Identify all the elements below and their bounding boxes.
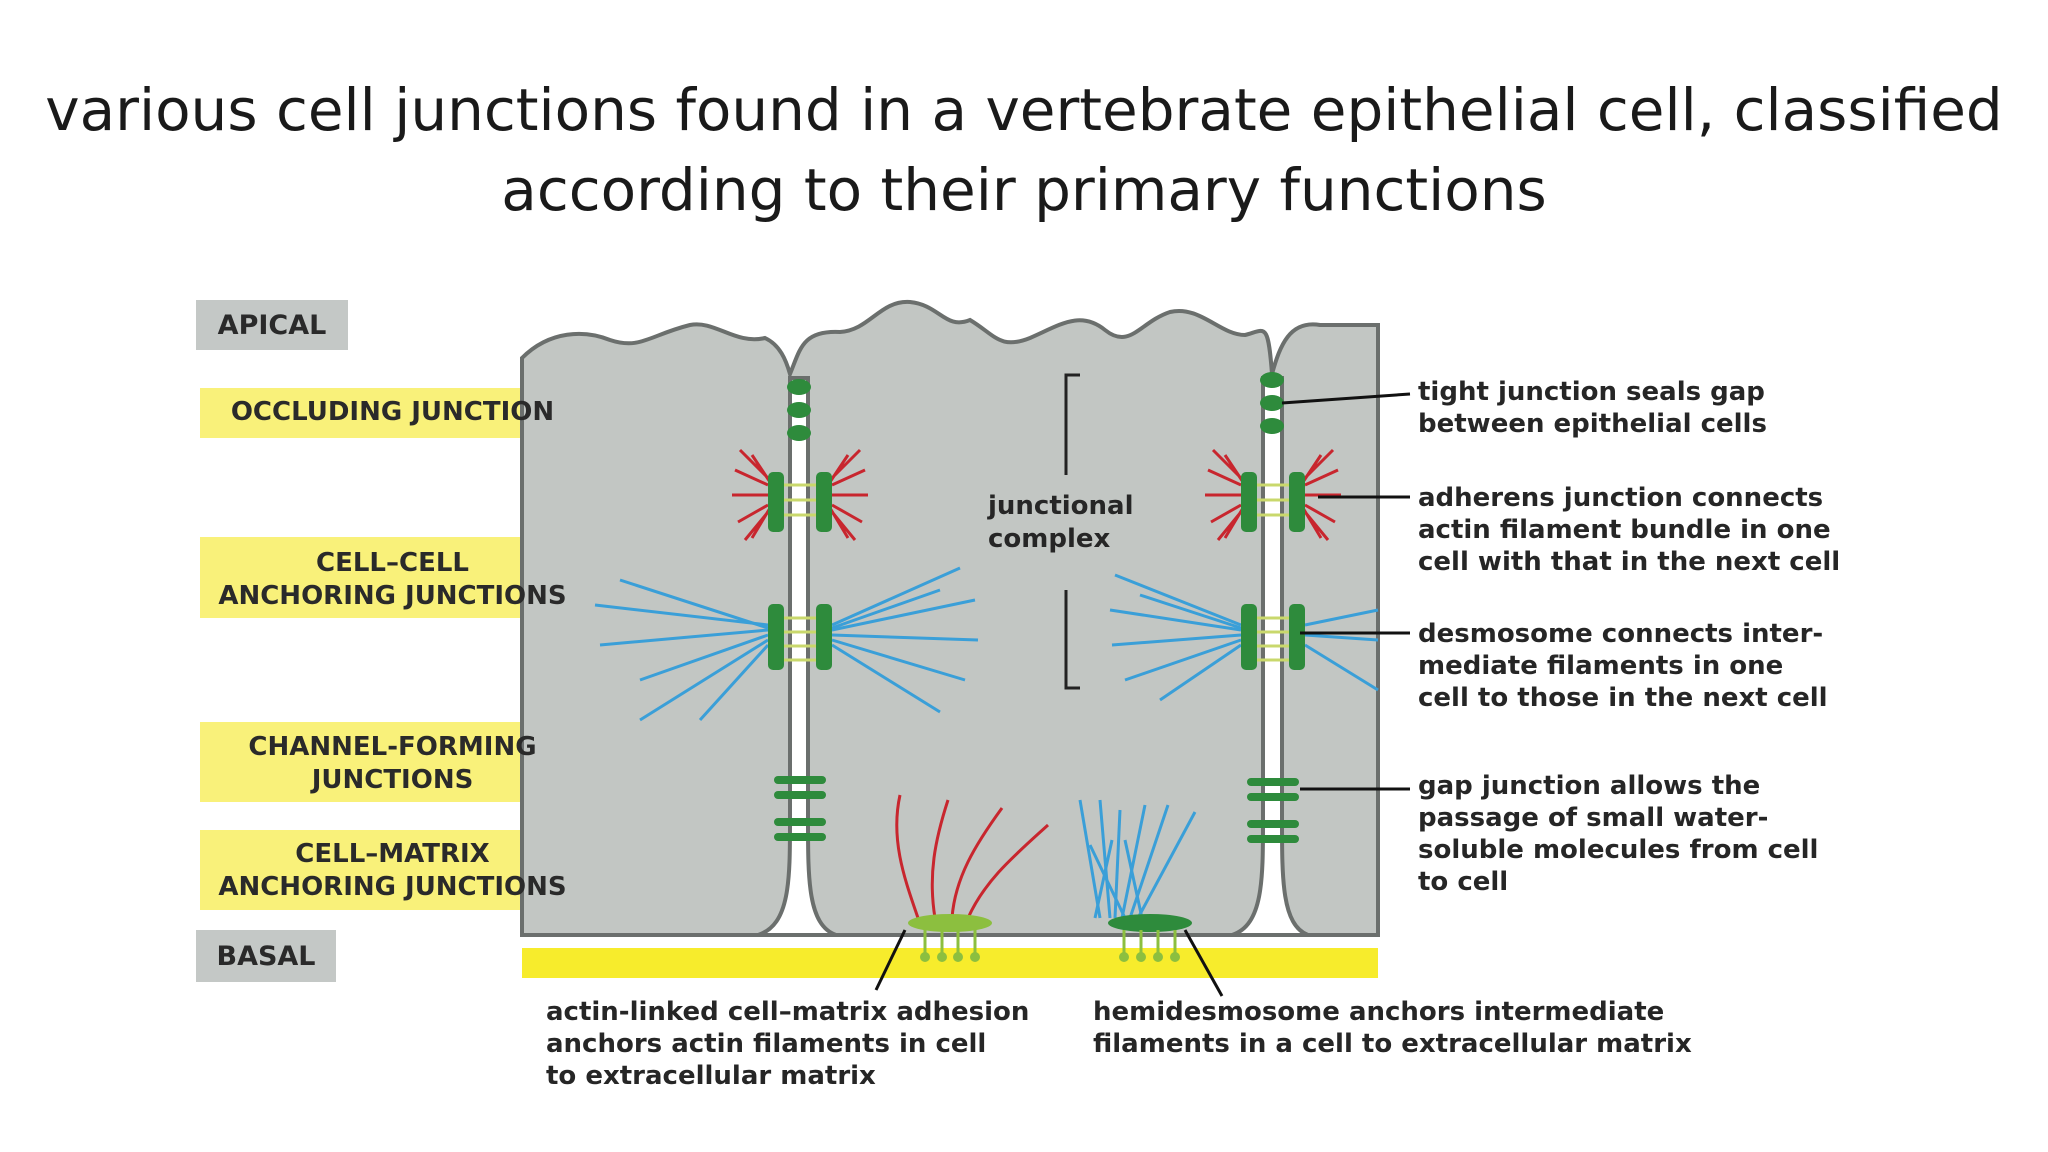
page-title: various cell junctions found in a verteb… [0,70,2048,230]
apical-label: APICAL [196,300,348,350]
hemidesmosome-filaments [1078,799,1197,919]
adherens-actin-left [732,448,868,541]
intercellular-space-left [757,376,837,937]
adherens-junction-annotation: adherens junction connects actin filamen… [1418,483,1841,577]
hemidesmosome [1108,914,1192,962]
adherens-actin-right [1205,448,1341,541]
actin-matrix-filaments [895,794,1050,919]
desmosome-filaments-right [1109,573,1379,702]
title-line-2: according to their primary functions [501,156,1547,224]
actin-matrix-annotation: actin-linked cell–matrix adhesion anchor… [546,997,1030,1091]
hemidesmosome-annotation: hemidesmosome anchors intermediate filam… [1093,997,1692,1059]
epithelium-cells [520,299,1380,937]
desmosome-annotation: desmosome connects inter- mediate filame… [1418,619,1828,713]
cell-matrix-anchoring-label: CELL–MATRIX ANCHORING JUNCTIONS [218,839,567,902]
title-line-1: various cell junctions found in a verteb… [45,76,2003,144]
basal-lamina [522,948,1378,978]
gap-junction-right [1247,778,1299,843]
tight-junction-right [1260,372,1284,434]
gap-junction-left [774,776,826,841]
basal-label: BASAL [196,930,336,982]
desmosome-filaments-left [594,566,979,722]
desmosome-right [1241,604,1305,670]
intercellular-space-right [1231,376,1309,937]
adherens-junction-right [1241,472,1305,532]
junctional-complex-bracket [1064,373,1080,690]
leader-lines [874,392,1411,997]
gap-junction-annotation: gap junction allows the passage of small… [1418,771,1819,897]
adherens-junction-left [768,472,832,532]
channel-forming-label: CHANNEL-FORMING JUNCTIONS [248,732,537,795]
tight-junction-left [787,379,811,441]
tight-junction-annotation: tight junction seals gap between epithel… [1418,377,1767,439]
desmosome-left [768,604,832,670]
occluding-junction-label: OCCLUDING JUNCTION [230,397,555,427]
junctional-complex-label: junctional complex [988,491,1134,554]
actin-matrix-adhesion [908,914,992,962]
cell-cell-anchoring-label: CELL–CELL ANCHORING JUNCTIONS [218,548,567,611]
